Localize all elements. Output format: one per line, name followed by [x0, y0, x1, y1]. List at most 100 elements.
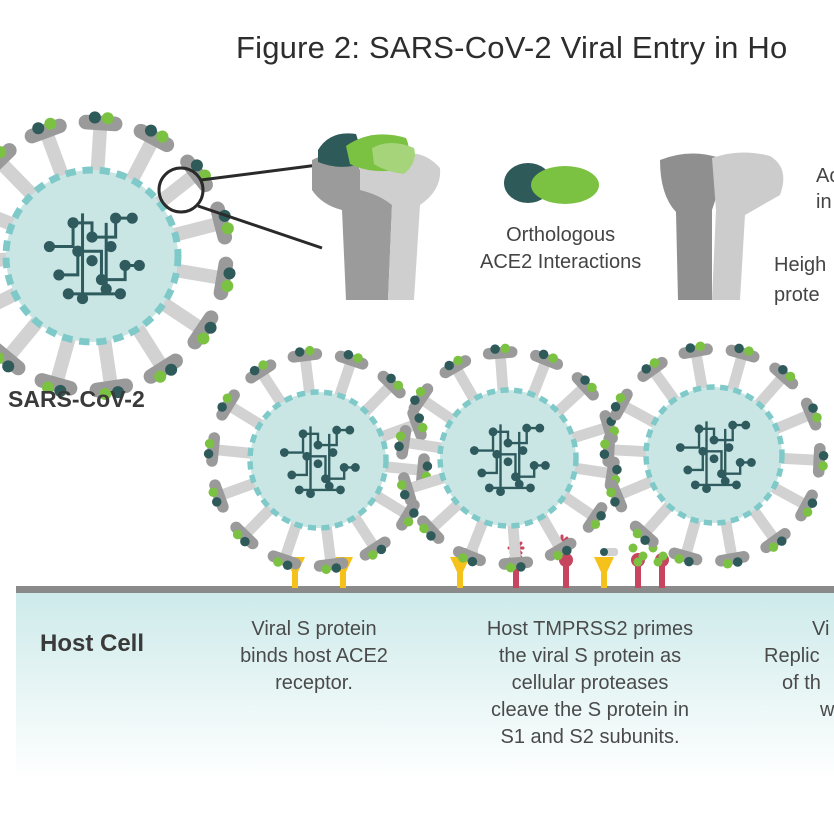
spike-tip-green — [232, 529, 243, 540]
spike-stalk — [726, 348, 749, 399]
spike-head — [0, 343, 26, 376]
spike-tip-dark — [599, 449, 610, 460]
spike-stalk — [611, 474, 660, 502]
spike-tip-dark — [562, 545, 572, 556]
side-label-top: Ac in — [816, 163, 834, 215]
spike-tip-green — [415, 387, 426, 397]
rna-node — [503, 438, 513, 448]
spike-tip-green — [395, 431, 406, 442]
spike-stalk — [464, 512, 490, 562]
rna-node — [484, 483, 494, 493]
spike-stalk — [90, 116, 108, 182]
spike-tip-green — [553, 550, 563, 561]
large-virus-particle — [0, 111, 236, 401]
spike-tip-green — [500, 343, 511, 354]
spike-tip-green — [221, 280, 234, 293]
protease-dot — [628, 543, 638, 553]
rna-node — [67, 217, 79, 229]
spike-stalk — [415, 393, 461, 428]
spike-tip-dark — [204, 321, 217, 334]
spike-stalk — [207, 444, 260, 459]
rna-node — [345, 425, 355, 435]
spike-tip-dark — [400, 490, 410, 500]
spike-tip-dark — [808, 403, 818, 413]
rna-node — [332, 425, 342, 435]
spike-tip-dark — [538, 349, 549, 360]
rna-node — [535, 423, 545, 433]
spike-stalk — [373, 418, 423, 444]
tmprss2-stem — [513, 562, 519, 588]
rna-node — [694, 424, 704, 434]
spike-tip-green — [417, 422, 428, 433]
spike-stalk — [320, 518, 337, 571]
spike-tip-green — [674, 554, 684, 564]
spike-tip-green — [419, 523, 429, 534]
ace2-stem — [292, 568, 298, 588]
ace2-stem — [340, 568, 346, 588]
spike-stalk — [507, 516, 522, 569]
spike-stalk — [96, 329, 119, 395]
rna-node — [683, 465, 693, 475]
rna-node — [313, 459, 323, 469]
spike-stalk — [0, 252, 18, 267]
spike-stalk — [164, 216, 229, 243]
spike-stalk — [534, 508, 567, 555]
spike-tip-green — [818, 461, 828, 471]
spike-stalk — [49, 327, 77, 392]
spike-stalk — [768, 408, 817, 436]
spike-stalk — [751, 370, 790, 413]
spike-stalk — [494, 347, 509, 400]
spike-stalk — [746, 502, 781, 547]
spike-tip-dark — [54, 384, 67, 397]
spike-stalk — [679, 511, 702, 562]
spike-tip-green — [197, 332, 210, 345]
side-top-line-1: Ac — [816, 165, 834, 187]
spike-tip-dark — [217, 402, 227, 412]
viral-rna — [675, 420, 756, 494]
spike-stalk — [165, 262, 231, 286]
rna-node — [100, 283, 112, 295]
spike-tip-dark — [190, 159, 203, 172]
rna-node — [321, 474, 330, 484]
viral-rna — [279, 425, 360, 499]
rna-node — [526, 483, 535, 493]
protease-dot — [653, 557, 663, 567]
spike-tip-dark — [422, 461, 433, 471]
ace2-spike-icon — [660, 152, 784, 300]
spike-tip-dark — [144, 124, 157, 137]
step-3-description: Vi Replic of th w — [760, 616, 834, 724]
spike-tip-green — [590, 519, 601, 529]
spike-tip-green — [505, 562, 516, 573]
zoomed-spike-protein — [312, 133, 441, 300]
orthologous-ace2-icon — [504, 163, 599, 204]
rna-node — [488, 427, 498, 437]
spike-tip-green — [156, 130, 169, 143]
step-1-line: Viral S protein — [251, 618, 377, 640]
protease-dot — [638, 551, 648, 561]
rna-node — [110, 212, 122, 224]
rna-node — [514, 479, 524, 489]
spike-tip-green — [41, 381, 54, 394]
spike-fragment-tip — [600, 548, 608, 556]
rna-node — [336, 485, 345, 495]
rna-strand — [49, 213, 145, 299]
spike-tip-dark — [240, 536, 250, 547]
spike-stalk — [616, 399, 663, 430]
rna-node — [62, 288, 74, 300]
spike-tip-green — [321, 564, 331, 575]
side-top-line-2: in — [816, 191, 832, 213]
rna-node — [298, 429, 308, 439]
rna-node — [709, 435, 719, 445]
spike-tip-green — [221, 222, 234, 235]
spike-tip-green — [458, 553, 468, 563]
rna-node — [477, 468, 487, 478]
spike-tip-green — [606, 487, 616, 498]
host-cell-label: Host Cell — [40, 630, 145, 657]
spike-tip-dark — [685, 343, 696, 353]
step-3-line: w — [820, 699, 834, 721]
spike-tip-dark — [386, 373, 396, 384]
spike-tip-dark — [490, 344, 500, 354]
rna-node — [306, 489, 315, 499]
spike-tip-dark — [777, 536, 787, 546]
ace2-stem — [457, 568, 463, 588]
